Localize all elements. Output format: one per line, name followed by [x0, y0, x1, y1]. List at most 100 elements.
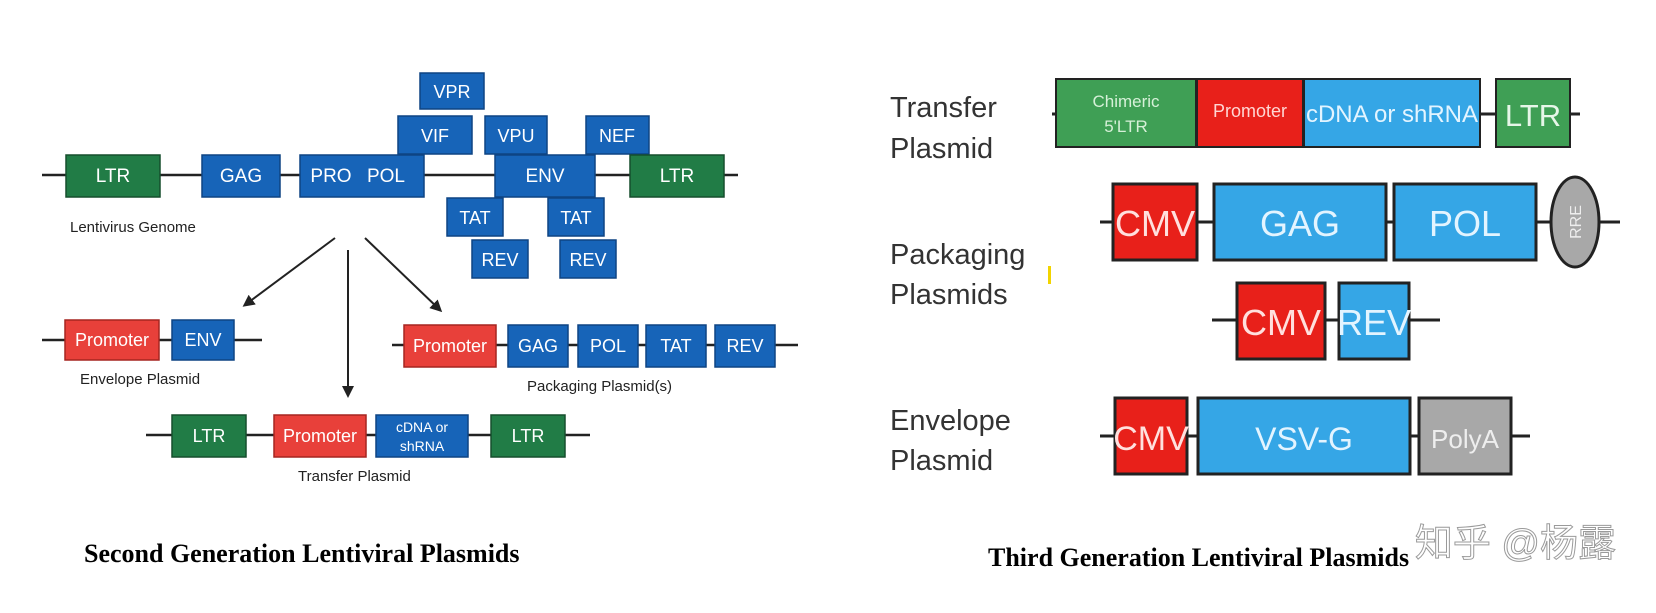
chimeric-ltr-label-2: 5'LTR	[1104, 117, 1148, 136]
packaging-promoter: Promoter	[403, 324, 497, 368]
packaging-3g-cmv-2: CMV	[1235, 281, 1327, 361]
genome-vpr: VPR	[419, 72, 485, 110]
transfer-3g-promoter: Promoter	[1196, 78, 1304, 148]
packaging-pol-label: POL	[590, 336, 626, 356]
genome-gag-label: GAG	[220, 166, 262, 187]
arrow-to-packaging	[364, 237, 443, 313]
chimeric-ltr-label-1: Chimeric	[1092, 92, 1160, 111]
genome-nef-label: NEF	[599, 126, 635, 146]
third-generation-caption: Third Generation Lentiviral Plasmids	[988, 543, 1409, 572]
packaging-3g-cmv: CMV	[1111, 182, 1199, 262]
envelope-3g-polya: PolyA	[1417, 396, 1513, 476]
transfer-cdna: cDNA or shRNA	[375, 414, 469, 458]
genome-vpu: VPU	[484, 115, 548, 155]
envelope-3g-cmv-label: CMV	[1113, 420, 1189, 458]
genome-ltr-left: LTR	[65, 154, 161, 198]
transfer-ltr-left-label: LTR	[193, 426, 226, 446]
zhihu-watermark: 知乎 @杨露	[1415, 523, 1616, 565]
second-generation-caption: Second Generation Lentiviral Plasmids	[84, 539, 520, 568]
second-generation-panel: LTR GAG PRO POL VPR VIF VPU	[42, 72, 798, 568]
packaging-3g-label-2: Plasmids	[890, 279, 1008, 311]
envelope-3g-polya-label: PolyA	[1431, 424, 1500, 454]
genome-tat-2-label: TAT	[560, 208, 591, 228]
packaging-plasmid-caption: Packaging Plasmid(s)	[527, 378, 672, 395]
genome-ltr-right: LTR	[629, 154, 725, 198]
genome-pro-pol: PRO POL	[299, 154, 425, 198]
genome-caption: Lentivirus Genome	[70, 219, 196, 236]
genome-rev-2-label: REV	[569, 250, 606, 270]
yellow-mark	[1048, 266, 1051, 284]
packaging-3g-gag: GAG	[1212, 182, 1388, 262]
genome-vif-label: VIF	[421, 126, 449, 146]
genome-arrows	[242, 237, 443, 398]
lentivirus-genome: LTR GAG PRO POL VPR VIF VPU	[42, 72, 738, 279]
envelope-env: ENV	[171, 319, 235, 361]
genome-rev-1-label: REV	[481, 250, 518, 270]
genome-env: ENV	[494, 154, 596, 198]
genome-gag: GAG	[201, 154, 281, 198]
envelope-promoter: Promoter	[64, 319, 160, 361]
transfer-promoter-label: Promoter	[283, 426, 357, 446]
packaging-gag-label: GAG	[518, 336, 558, 356]
packaging-3g-pol: POL	[1392, 182, 1538, 262]
genome-tat-1-label: TAT	[459, 208, 490, 228]
genome-vpu-label: VPU	[497, 126, 534, 146]
transfer-ltr-left: LTR	[171, 414, 247, 458]
genome-pro-label: PRO	[310, 166, 351, 187]
transfer-3g-cdna-label: cDNA or shRNA	[1306, 101, 1478, 128]
transfer-cdna-label-2: shRNA	[400, 438, 445, 454]
transfer-3g-promoter-label: Promoter	[1213, 101, 1287, 121]
envelope-plasmid-caption: Envelope Plasmid	[80, 371, 200, 388]
genome-vpr-label: VPR	[433, 82, 470, 102]
packaging-rev: REV	[714, 324, 776, 368]
transfer-3g-ltr-label: LTR	[1505, 98, 1561, 133]
transfer-cdna-label-1: cDNA or	[396, 419, 448, 435]
packaging-rev-label: REV	[726, 336, 763, 356]
packaging-3g-rre: RRE	[1549, 175, 1601, 269]
envelope-plasmid-3g: Envelope Plasmid CMV VSV-G PolyA	[890, 396, 1530, 477]
transfer-3g-cdna: cDNA or shRNA	[1303, 78, 1481, 148]
genome-tat-2: TAT	[547, 197, 605, 237]
genome-env-label: ENV	[525, 166, 564, 187]
genome-rev-2: REV	[559, 239, 617, 279]
packaging-3g-label-1: Packaging	[890, 239, 1025, 271]
packaging-3g-rre-label: RRE	[1568, 205, 1585, 239]
envelope-3g-label-1: Envelope	[890, 405, 1011, 437]
genome-ltr-right-label: LTR	[660, 166, 694, 187]
packaging-3g-rev-label: REV	[1337, 302, 1411, 343]
packaging-tat: TAT	[645, 324, 707, 368]
envelope-promoter-label: Promoter	[75, 330, 149, 350]
transfer-plasmid-caption: Transfer Plasmid	[298, 468, 411, 485]
third-generation-panel: Transfer Plasmid Chimeric 5'LTR Promoter…	[890, 78, 1620, 572]
genome-ltr-left-label: LTR	[96, 166, 130, 187]
transfer-plasmid-3g: Transfer Plasmid Chimeric 5'LTR Promoter…	[890, 78, 1580, 165]
transfer-3g-chimeric-ltr: Chimeric 5'LTR	[1055, 78, 1197, 148]
packaging-promoter-label: Promoter	[413, 336, 487, 356]
transfer-ltr-right: LTR	[490, 414, 566, 458]
arrow-to-envelope	[242, 237, 336, 307]
envelope-3g-vsvg: VSV-G	[1196, 396, 1412, 476]
envelope-3g-cmv: CMV	[1113, 396, 1189, 476]
packaging-3g-rev: REV	[1337, 281, 1411, 361]
transfer-plasmid-2g: LTR Promoter cDNA or shRNA LTR Transfer …	[146, 414, 590, 485]
envelope-plasmid-2g: Promoter ENV Envelope Plasmid	[42, 319, 262, 388]
envelope-3g-vsvg-label: VSV-G	[1255, 421, 1353, 457]
envelope-3g-label-2: Plasmid	[890, 445, 993, 477]
transfer-ltr-right-label: LTR	[512, 426, 545, 446]
genome-tat-1: TAT	[446, 197, 504, 237]
packaging-3g-cmv-2-label: CMV	[1241, 302, 1321, 343]
envelope-env-label: ENV	[184, 330, 221, 350]
transfer-promoter: Promoter	[273, 414, 367, 458]
packaging-tat-label: TAT	[660, 336, 691, 356]
packaging-plasmids-3g: Packaging Plasmids CMV GAG POL RRE	[890, 175, 1620, 361]
genome-nef: NEF	[585, 115, 650, 155]
genome-vif: VIF	[397, 115, 473, 155]
packaging-3g-cmv-label: CMV	[1115, 203, 1195, 244]
packaging-3g-pol-label: POL	[1429, 203, 1501, 244]
packaging-pol: POL	[577, 324, 639, 368]
transfer-3g-label-1: Transfer	[890, 92, 997, 124]
genome-rev-1: REV	[471, 239, 529, 279]
transfer-3g-label-2: Plasmid	[890, 133, 993, 165]
transfer-3g-ltr: LTR	[1495, 78, 1571, 148]
